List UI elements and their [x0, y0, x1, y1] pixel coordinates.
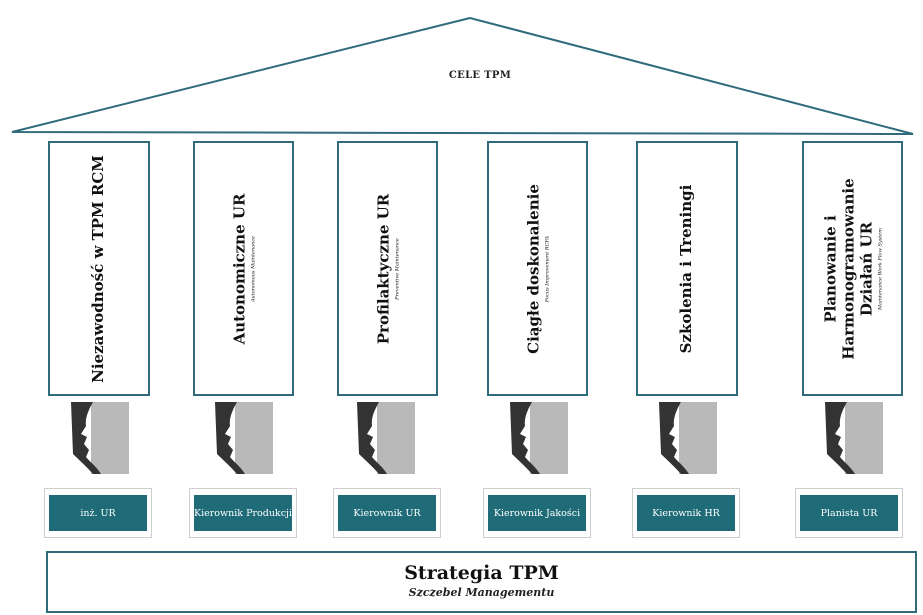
pillar-title: Profilaktyczne UR: [374, 193, 392, 344]
role-label: Kierownik HR: [637, 495, 735, 531]
strategy-title: Strategia TPM: [404, 562, 559, 584]
head-profile-icon: [659, 402, 717, 474]
role-label: Planista UR: [800, 495, 898, 531]
pillar-planning: Planowanie i Harmonogramowanie Działań U…: [802, 141, 903, 396]
pillar-title: Ciągłe doskonalenie: [524, 183, 542, 354]
role-label: inż. UR: [49, 495, 147, 531]
head-profile-icon: [357, 402, 415, 474]
pillar-training: Szkolenia i Treningi: [636, 141, 738, 396]
pillar-subtitle: Autonomous Maintenance: [250, 235, 256, 302]
role-card: inż. UR: [44, 488, 152, 538]
pillar-autonomous: Autonomiczne UR Autonomous Maintenance: [193, 141, 294, 396]
role-card: Kierownik Jakości: [483, 488, 591, 538]
pillar-subtitle: Maintenance Work Flow System: [877, 227, 883, 310]
head-profile-icon: [825, 402, 883, 474]
head-profile-icon: [510, 402, 568, 474]
pillar-subtitle: Focus Improvement RCFA: [544, 235, 550, 302]
role-label: Kierownik Produkcji: [194, 495, 292, 531]
pillar-title: Autonomiczne UR: [230, 193, 248, 344]
pillar-preventive: Profilaktyczne UR Preventive Maintenance: [337, 141, 438, 396]
roof: [11, 16, 914, 135]
head-profile-icon: [71, 402, 129, 474]
pillar-title: Niezawodność w TPM RCM: [89, 154, 107, 383]
head-profile-icon: [215, 402, 273, 474]
role-card: Kierownik UR: [333, 488, 441, 538]
role-card: Kierownik Produkcji: [189, 488, 297, 538]
pillar-title: Szkolenia i Treningi: [677, 184, 695, 353]
roof-title: CELE TPM: [448, 70, 512, 81]
pillar-reliability: Niezawodność w TPM RCM: [48, 141, 150, 396]
pillar-subtitle: Preventive Maintenance: [394, 237, 400, 300]
role-card: Planista UR: [795, 488, 903, 538]
role-label: Kierownik UR: [338, 495, 436, 531]
strategy-subtitle: Szczebel Managementu: [408, 586, 555, 599]
pillar-title: Planowanie i Harmonogramowanie Działań U…: [821, 177, 875, 360]
role-card: Kierownik HR: [632, 488, 740, 538]
role-label: Kierownik Jakości: [488, 495, 586, 531]
strategy-foundation: Strategia TPM Szczebel Managementu: [46, 551, 917, 613]
pillar-improvement: Ciągłe doskonalenie Focus Improvement RC…: [487, 141, 588, 396]
